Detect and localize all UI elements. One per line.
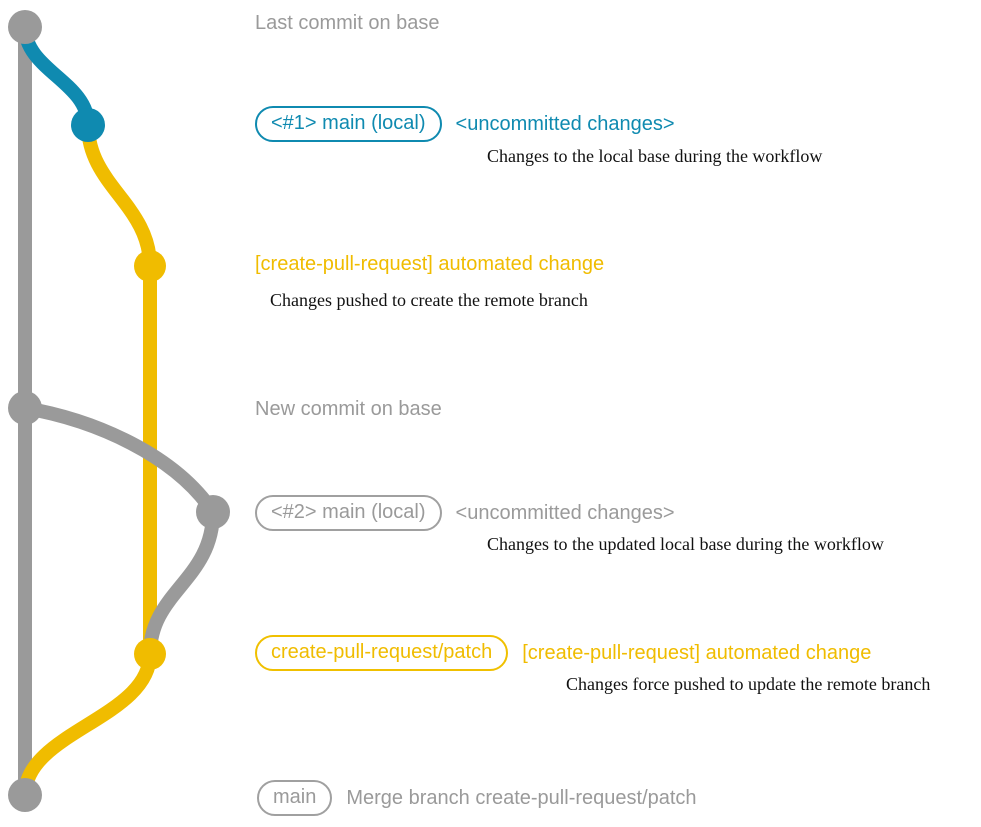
description-automated-change-2: Changes force pushed to update the remot… [566, 674, 931, 694]
node-base-last-commit[interactable] [8, 10, 42, 44]
description-local-main-2: Changes to the updated local base during… [487, 534, 884, 554]
row-local-main-1: <#1> main (local) <uncommitted changes> [255, 106, 675, 142]
yellow-branch-line-upper [81, 118, 157, 273]
teal-branch-line [18, 20, 95, 132]
description-local-main-1: Changes to the local base during the wor… [487, 146, 823, 166]
label-new-commit-on-base: New commit on base [255, 398, 442, 420]
commit-subject-local-main-2: <uncommitted changes> [455, 501, 675, 524]
branch-pill-create-pull-request-patch[interactable]: create-pull-request/patch [255, 635, 509, 671]
node-merge-commit[interactable] [8, 778, 42, 812]
node-patch-commit-2[interactable] [134, 638, 166, 670]
gray-branch-line-to-patch2 [143, 505, 220, 661]
commit-subject-automated-change-2: [create-pull-request] automated change [522, 641, 872, 664]
gray-branch-line-to-local2 [18, 401, 220, 519]
node-base-new-commit[interactable] [8, 391, 42, 425]
node-local-main-2[interactable] [196, 495, 230, 529]
commit-subject-merge-commit: Merge branch create-pull-request/patch [346, 786, 697, 809]
commit-subject-local-main-1: <uncommitted changes> [455, 112, 675, 135]
node-local-main-1[interactable] [71, 108, 105, 142]
row-merge-commit: main Merge branch create-pull-request/pa… [257, 780, 697, 816]
branch-pill-main[interactable]: main [257, 780, 333, 816]
commit-graph [8, 10, 230, 812]
row-local-main-2: <#2> main (local) <uncommitted changes> [255, 495, 675, 531]
description-automated-change-1: Changes pushed to create the remote bran… [270, 290, 588, 310]
branch-pill-local-main-1[interactable]: <#1> main (local) [255, 106, 442, 142]
label-last-commit-on-base: Last commit on base [255, 12, 440, 34]
node-patch-commit-1[interactable] [134, 250, 166, 282]
row-automated-change-2: create-pull-request/patch [create-pull-r… [255, 635, 871, 671]
label-automated-change-1: [create-pull-request] automated change [255, 253, 605, 275]
yellow-merge-line [18, 647, 157, 802]
branch-pill-local-main-2[interactable]: <#2> main (local) [255, 495, 442, 531]
